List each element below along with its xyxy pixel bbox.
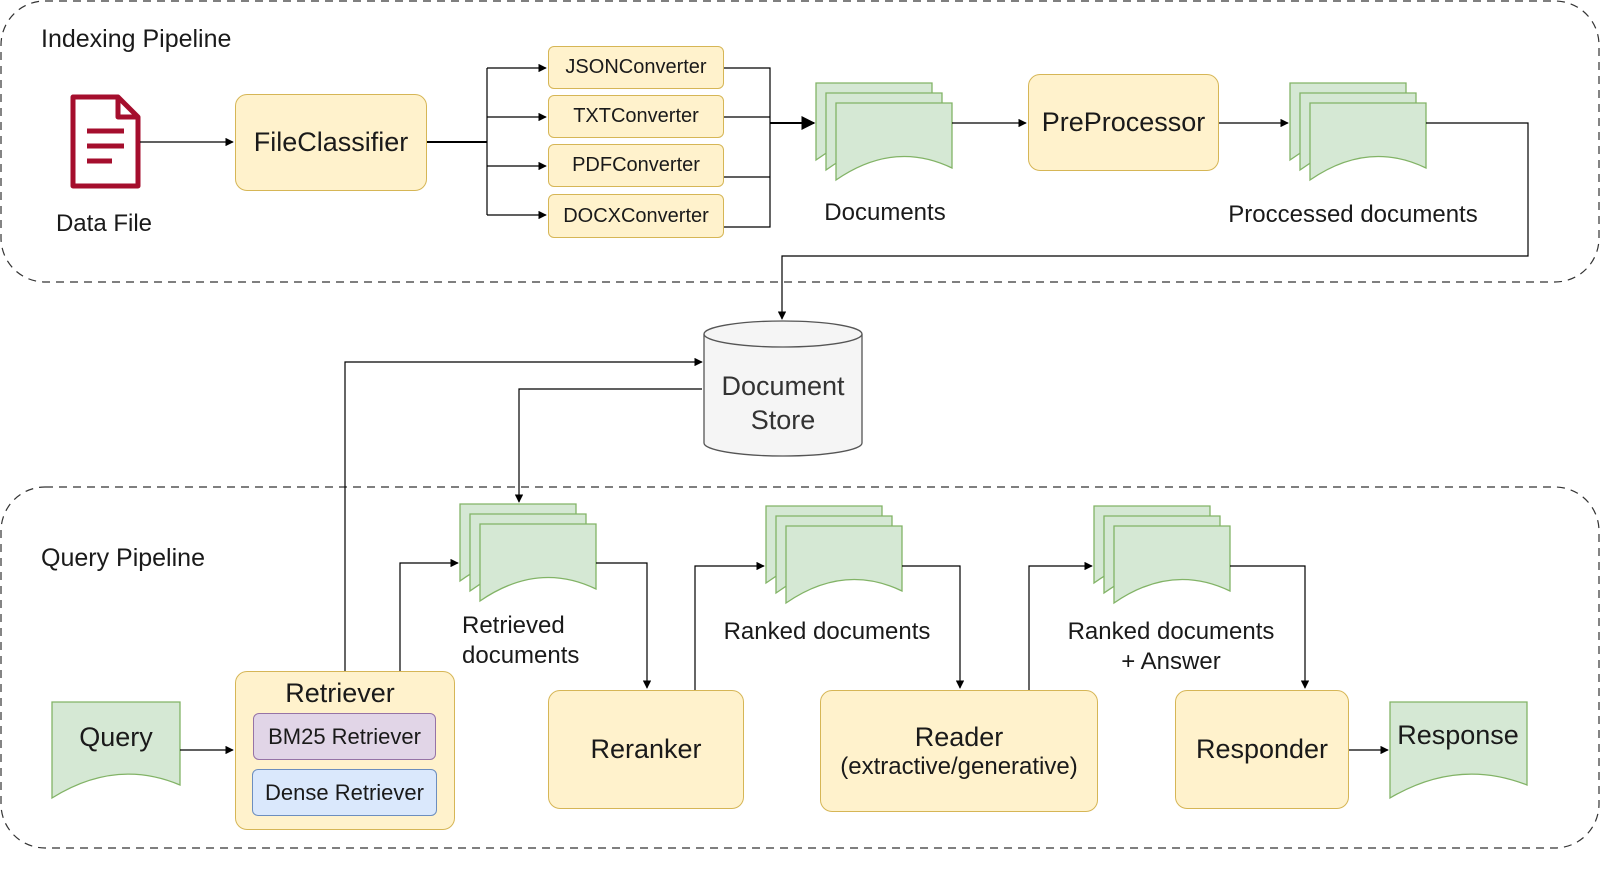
dense-retriever-label: Dense Retriever <box>265 779 424 805</box>
file-icon <box>70 94 141 189</box>
dense-retriever-node: Dense Retriever <box>252 769 437 816</box>
documents-label: Documents <box>824 199 946 226</box>
document-store-line1: Document <box>721 371 845 401</box>
file-classifier-node: FileClassifier <box>235 94 427 191</box>
preprocessor-label: PreProcessor <box>1041 107 1206 137</box>
docx-converter-label: DOCXConverter <box>563 204 709 227</box>
response-document-shape <box>1389 701 1528 800</box>
indexing-pipeline-group <box>0 0 1600 283</box>
query-pipeline-title: Query Pipeline <box>41 544 205 572</box>
retriever-label: Retriever <box>285 678 395 708</box>
ranked-documents-label: Ranked documents <box>723 618 931 645</box>
query-label: Query <box>79 722 153 752</box>
reranker-label: Reranker <box>590 734 702 764</box>
bm25-retriever-node: BM25 Retriever <box>253 713 436 760</box>
document-store-cylinder <box>703 320 863 457</box>
docx-converter-node: DOCXConverter <box>548 194 724 238</box>
pdf-converter-node: PDFConverter <box>548 144 724 187</box>
responder-label: Responder <box>1195 734 1329 764</box>
data-file-label: Data File <box>55 210 153 237</box>
reranker-node: Reranker <box>548 690 744 809</box>
retrieved-documents-line2: documents <box>462 642 580 669</box>
processed-documents-label: Proccessed documents <box>1228 201 1478 228</box>
json-converter-label: JSONConverter <box>565 56 707 78</box>
file-classifier-label: FileClassifier <box>253 127 409 157</box>
txt-converter-label: TXTConverter <box>573 105 699 127</box>
txt-converter-node: TXTConverter <box>548 95 724 138</box>
retrieved-documents-line1: Retrieved <box>462 612 565 639</box>
ranked-answer-label: Ranked documents + Answer <box>1068 617 1275 677</box>
query-document-shape <box>51 701 181 800</box>
connectors <box>140 63 1529 755</box>
reader-sublabel: (extractive/generative) <box>840 752 1078 780</box>
indexing-pipeline-title: Indexing Pipeline <box>41 25 232 53</box>
ranked-answer-documents-stack-icon <box>1093 505 1231 605</box>
reader-label: Reader <box>914 721 1004 752</box>
ranked-answer-line1: Ranked documents <box>1067 618 1275 645</box>
ranked-answer-line2: + Answer <box>1121 648 1221 675</box>
retrieved-documents-stack-icon <box>459 503 597 603</box>
responder-node: Responder <box>1175 690 1349 809</box>
retrieved-documents-label: Retrieved documents <box>462 611 579 671</box>
document-store-label: Document Store <box>721 370 844 438</box>
reader-node: Reader (extractive/generative) <box>820 690 1098 812</box>
ranked-documents-stack-icon <box>765 505 903 605</box>
processed-documents-stack-icon <box>1289 82 1427 182</box>
documents-stack-icon <box>815 82 953 182</box>
bm25-retriever-label: BM25 Retriever <box>268 723 421 749</box>
response-label: Response <box>1397 720 1519 750</box>
query-pipeline-group <box>0 486 1600 849</box>
json-converter-node: JSONConverter <box>548 46 724 89</box>
document-store-line2: Store <box>750 404 816 435</box>
preprocessor-node: PreProcessor <box>1028 74 1219 171</box>
pdf-converter-label: PDFConverter <box>572 154 700 176</box>
